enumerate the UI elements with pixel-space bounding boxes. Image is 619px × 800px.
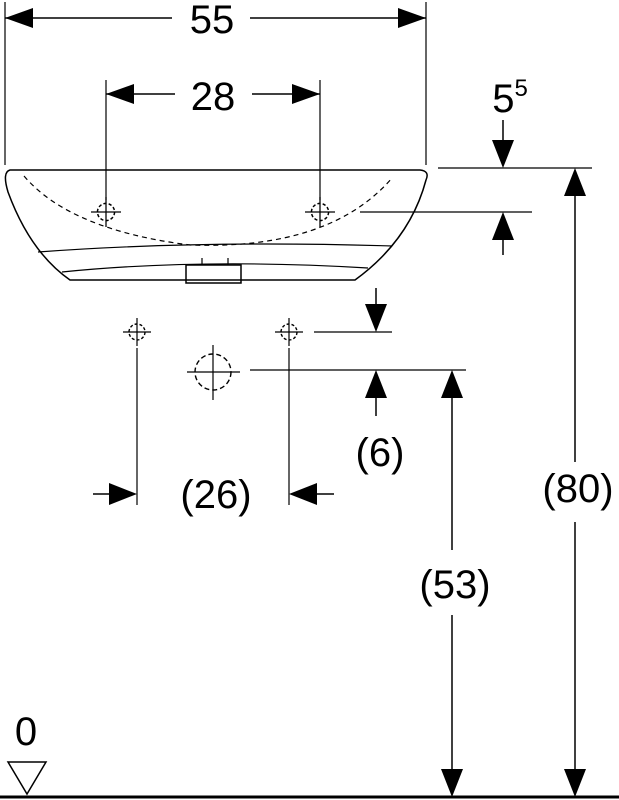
tap-hole-left-icon — [91, 197, 121, 227]
tap-hole-spacing-label: 28 — [191, 75, 236, 119]
waste-height-dimension: (53) — [419, 370, 491, 797]
rim-offset-dimension: 55 — [360, 75, 592, 255]
tap-hole-spacing-dimension: 28 — [105, 75, 321, 200]
wall-fixing-spacing-label: (26) — [180, 473, 251, 517]
fixing-to-waste-label: (6) — [356, 431, 405, 475]
wall-fixing-right-icon — [275, 318, 303, 346]
floor-level-label: 0 — [15, 710, 37, 754]
overall-width-dimension: 55 — [4, 0, 427, 165]
wall-fixing-left-icon — [123, 318, 151, 346]
overall-width-label: 55 — [190, 0, 235, 42]
washbasin-outline — [4, 169, 428, 284]
waste-outlet-icon — [187, 345, 240, 400]
rim-height-dimension: (80) — [542, 168, 614, 797]
wall-fixing-spacing-dimension: (26) — [93, 348, 334, 517]
rim-height-label: (80) — [542, 467, 613, 511]
fixing-to-waste-dimension: (6) — [250, 288, 466, 475]
waste-height-label: (53) — [419, 563, 490, 607]
rim-offset-label: 55 — [492, 75, 528, 121]
floor-level-marker: 0 — [0, 710, 619, 799]
